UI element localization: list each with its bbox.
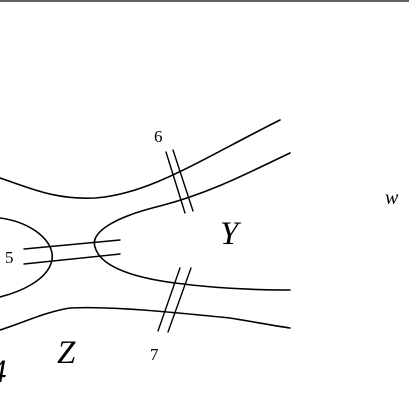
bar-7-b [167,267,192,333]
bar-5-a [23,239,121,250]
lower-outer-curve [0,306,291,331]
bar-5-b [23,253,121,265]
label-region-y: Y [220,216,242,252]
label-region-z: Z [57,335,76,371]
bar-7-a [157,267,181,332]
label-5: 5 [5,248,14,267]
label-6: 6 [154,127,163,146]
bar-6-a [165,151,186,214]
left-lobe-upper [0,217,53,298]
label-4: 4 [0,354,7,390]
upper-outer-curve [0,119,281,199]
bar-6-b [172,149,194,212]
label-w: w [385,187,399,209]
upper-inner-tongue-curve [93,152,291,291]
label-7: 7 [150,345,159,364]
